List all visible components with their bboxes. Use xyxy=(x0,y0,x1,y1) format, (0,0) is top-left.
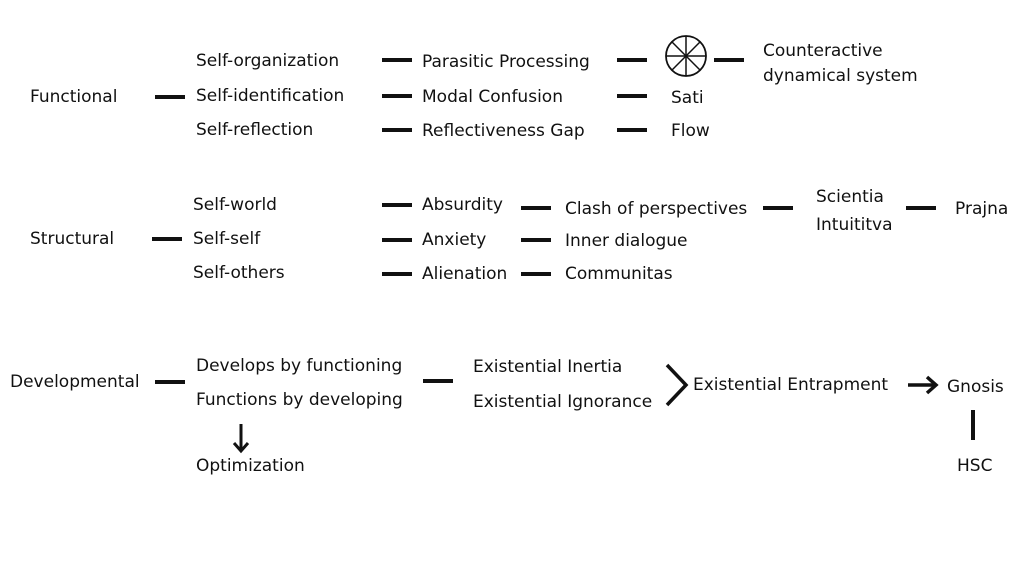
self-identification-label: Self-identification xyxy=(196,86,345,106)
flow-label: Flow xyxy=(671,121,710,141)
develops-by-functioning-label: Develops by functioning xyxy=(196,356,403,376)
connector-dash xyxy=(423,379,453,383)
developmental-label: Developmental xyxy=(10,372,140,392)
alienation-label: Alienation xyxy=(422,264,508,284)
connector-dash xyxy=(382,58,412,62)
vertical-connector xyxy=(971,410,975,440)
connector-dash xyxy=(382,94,412,98)
scientia-label: Scientia xyxy=(816,187,884,207)
self-self-label: Self-self xyxy=(193,229,261,249)
connector-dash xyxy=(521,272,551,276)
counteractive-label: Counteractive xyxy=(763,41,883,61)
down-arrow-icon xyxy=(232,424,250,454)
modal-confusion-label: Modal Confusion xyxy=(422,87,563,107)
self-others-label: Self-others xyxy=(193,263,285,283)
hsc-label: HSC xyxy=(957,456,993,476)
parasitic-processing-label: Parasitic Processing xyxy=(422,52,590,72)
connector-dash xyxy=(521,206,551,210)
connector-dash xyxy=(906,206,936,210)
self-world-label: Self-world xyxy=(193,195,277,215)
existential-inertia-label: Existential Inertia xyxy=(473,357,623,377)
connector-dash xyxy=(714,58,744,62)
connector-dash xyxy=(617,128,647,132)
existential-entrapment-label: Existential Entrapment xyxy=(693,375,889,395)
connector-dash xyxy=(763,206,793,210)
prajna-label: Prajna xyxy=(955,199,1009,219)
communitas-label: Communitas xyxy=(565,264,673,284)
existential-ignorance-label: Existential Ignorance xyxy=(473,392,653,412)
structural-label: Structural xyxy=(30,229,115,249)
functional-label: Functional xyxy=(30,87,118,107)
sati-label: Sati xyxy=(671,88,704,108)
anxiety-label: Anxiety xyxy=(422,230,487,250)
connector-dash xyxy=(617,94,647,98)
dynamical-system-label: dynamical system xyxy=(763,66,918,86)
connector-dash xyxy=(382,203,412,207)
functions-by-developing-label: Functions by developing xyxy=(196,390,403,410)
connector-dash xyxy=(152,237,182,241)
connector-dash xyxy=(155,380,185,384)
gnosis-label: Gnosis xyxy=(947,377,1004,397)
connector-dash xyxy=(617,58,647,62)
self-organization-label: Self-organization xyxy=(196,51,340,71)
optimization-label: Optimization xyxy=(196,456,305,476)
dharma-wheel-icon xyxy=(665,35,707,77)
inner-dialogue-label: Inner dialogue xyxy=(565,231,688,251)
self-reflection-label: Self-reflection xyxy=(196,120,314,140)
clash-of-perspectives-label: Clash of perspectives xyxy=(565,199,748,219)
right-arrow-icon xyxy=(908,375,939,395)
connector-dash xyxy=(382,128,412,132)
intuititva-label: Intuititva xyxy=(816,215,893,235)
connector-dash xyxy=(382,272,412,276)
absurdity-label: Absurdity xyxy=(422,195,503,215)
connector-dash xyxy=(382,238,412,242)
reflectiveness-gap-label: Reflectiveness Gap xyxy=(422,121,585,141)
merge-bracket-icon xyxy=(665,363,689,407)
connector-dash xyxy=(155,95,185,99)
connector-dash xyxy=(521,238,551,242)
